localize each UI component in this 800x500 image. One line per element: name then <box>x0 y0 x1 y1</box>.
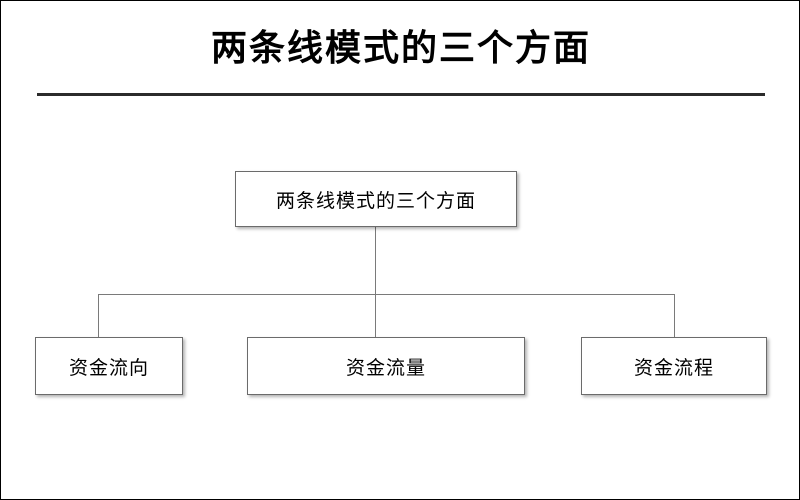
diagram-node-child-1[interactable]: 资金流向 <box>35 337 183 395</box>
title-divider <box>37 93 765 96</box>
connector-horizontal-bus <box>98 294 674 295</box>
org-chart-diagram: 两条线模式的三个方面 资金流向 资金流量 资金流程 <box>1 101 799 499</box>
connector-drop-3 <box>674 294 675 337</box>
connector-root-stem <box>375 227 376 294</box>
diagram-node-child-2[interactable]: 资金流量 <box>247 337 525 395</box>
connector-drop-1 <box>98 294 99 337</box>
page-title: 两条线模式的三个方面 <box>210 28 591 69</box>
diagram-node-root[interactable]: 两条线模式的三个方面 <box>235 171 517 227</box>
diagram-node-child-3[interactable]: 资金流程 <box>581 337 767 395</box>
connector-drop-2 <box>375 294 376 337</box>
